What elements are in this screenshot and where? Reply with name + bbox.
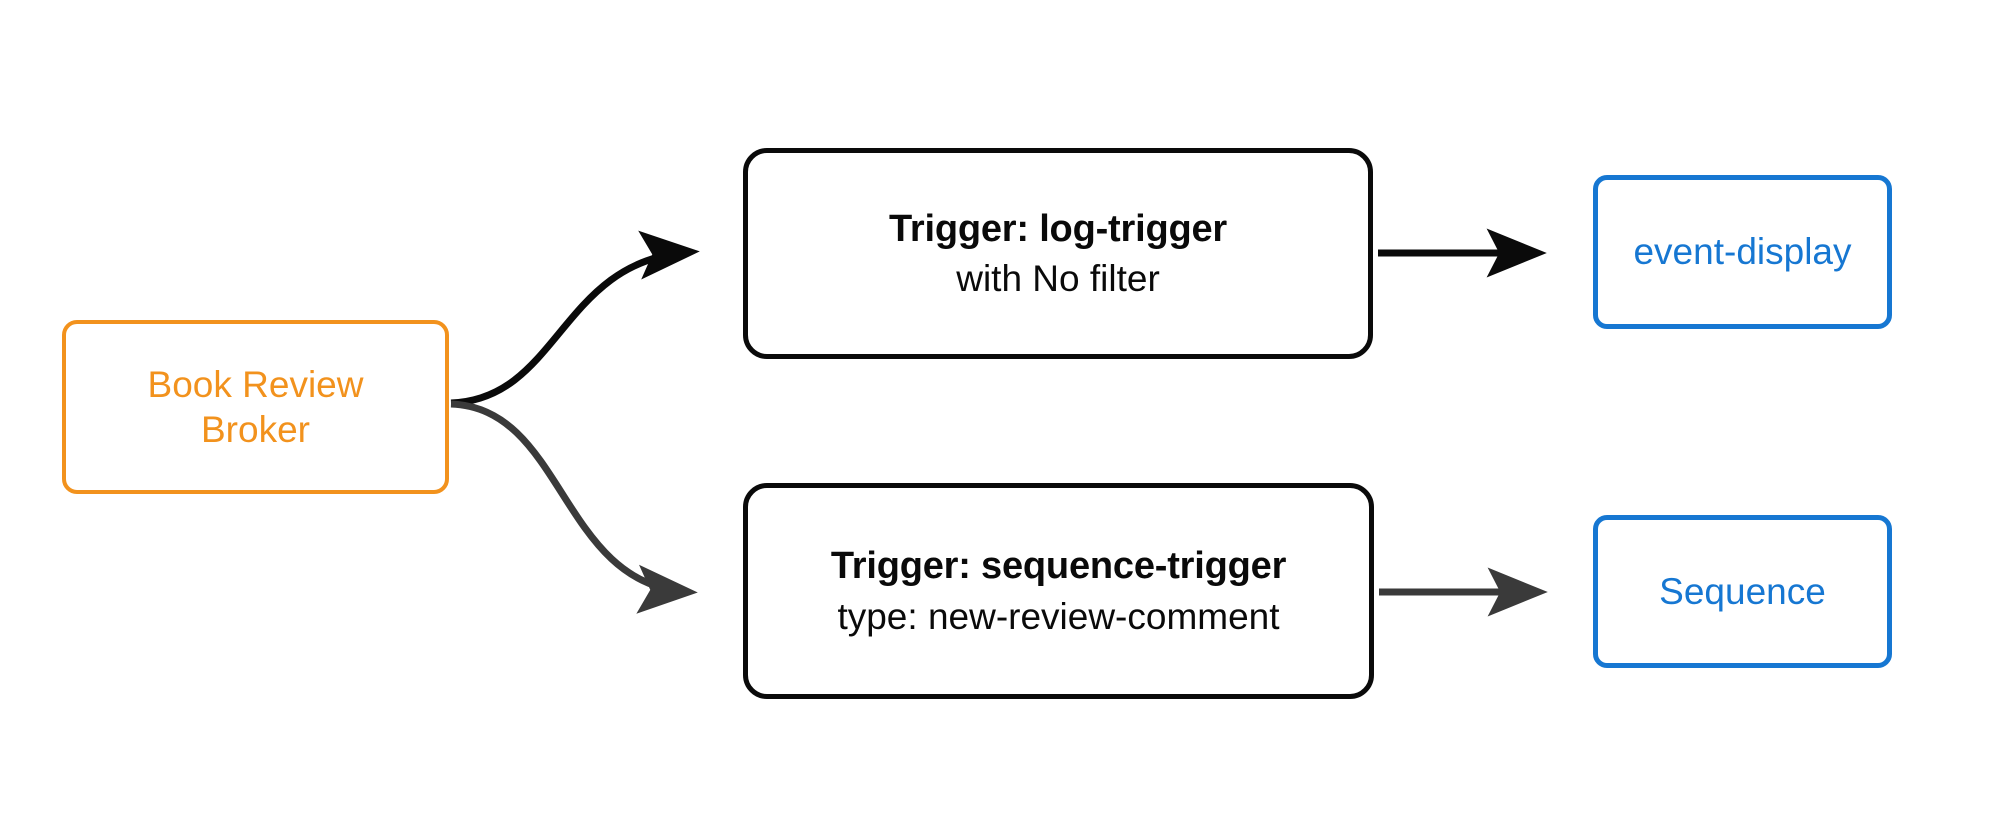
trigger-log-title: Trigger: log-trigger bbox=[888, 207, 1227, 250]
broker-label-line2: Broker bbox=[201, 409, 310, 450]
edge-broker-to-sequence-trigger bbox=[450, 400, 698, 614]
node-event-display[interactable]: event-display bbox=[1593, 175, 1892, 329]
edge-broker-to-log-trigger bbox=[450, 230, 700, 407]
node-trigger-sequence-trigger[interactable]: Trigger: sequence-trigger type: new-revi… bbox=[743, 483, 1374, 699]
sequence-label: Sequence bbox=[1659, 570, 1826, 612]
trigger-sequence-title: Trigger: sequence-trigger bbox=[830, 545, 1287, 588]
node-book-review-broker[interactable]: Book Review Broker bbox=[62, 320, 449, 494]
event-display-label: event-display bbox=[1633, 231, 1852, 273]
trigger-sequence-subtitle: type: new-review-comment bbox=[837, 595, 1280, 637]
broker-label-line1: Book Review bbox=[147, 363, 364, 405]
node-trigger-log-trigger[interactable]: Trigger: log-trigger with No filter bbox=[743, 148, 1373, 359]
node-sequence[interactable]: Sequence bbox=[1593, 515, 1892, 668]
trigger-log-subtitle: with No filter bbox=[956, 258, 1160, 300]
